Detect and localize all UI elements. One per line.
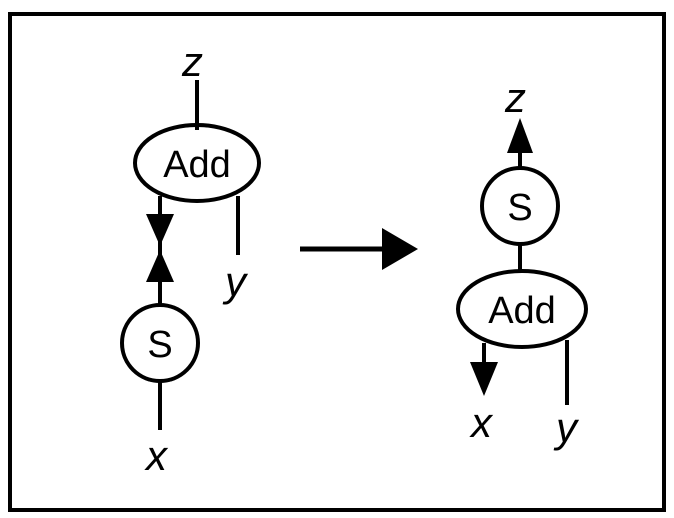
diagram-frame xyxy=(8,12,666,512)
rewrite-arrow xyxy=(300,228,418,270)
right-z-label: z xyxy=(504,74,526,121)
right-arrow-up xyxy=(507,118,533,153)
left-x-label: x xyxy=(144,432,169,479)
left-add-node xyxy=(133,123,261,203)
right-add-label: Add xyxy=(488,290,556,332)
left-graph: z Add y S x xyxy=(120,38,261,479)
rewrite-arrow-head xyxy=(382,228,418,270)
right-graph: z S Add x y xyxy=(456,74,588,451)
left-s-label: S xyxy=(147,324,172,366)
right-arrow-down xyxy=(470,362,498,396)
left-y-label: y xyxy=(222,258,249,305)
left-arrow-up xyxy=(146,250,174,282)
right-add-node xyxy=(456,269,588,349)
left-arrow-down xyxy=(146,214,174,246)
left-z-label: z xyxy=(181,38,203,85)
right-y-label: y xyxy=(553,404,580,451)
left-add-label: Add xyxy=(163,144,231,186)
right-x-label: x xyxy=(469,399,494,446)
right-s-label: S xyxy=(507,187,532,229)
